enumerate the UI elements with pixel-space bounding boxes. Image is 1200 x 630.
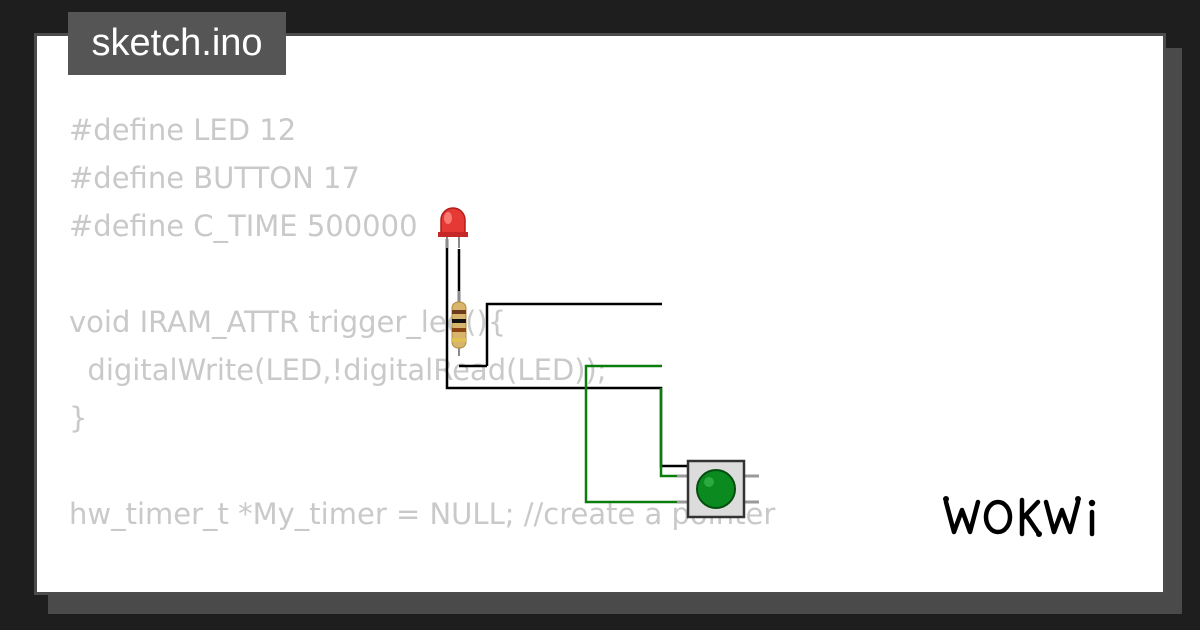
- pushbutton-icon: [677, 459, 759, 519]
- code-view: #define LED 12 #define BUTTON 17 #define C…: [69, 106, 775, 592]
- code-line: #define LED 12: [69, 113, 297, 147]
- resistor-icon: [451, 291, 467, 356]
- wokwi-logo: [943, 496, 1096, 537]
- wire-black: [445, 239, 687, 468]
- code-line: digitalWrite(LED,!digitalRead(LED));: [69, 353, 607, 387]
- code-line: #define BUTTON 17: [69, 161, 360, 195]
- code-line: #define C_TIME 500000: [69, 209, 418, 243]
- filename-tab: sketch.ino: [68, 12, 286, 75]
- wire-green: [584, 364, 687, 504]
- led-icon: [438, 207, 468, 248]
- code-line: void IRAM_ATTR trigger_led(){: [69, 305, 507, 339]
- circuit-diagram: [438, 207, 759, 519]
- code-line: }: [69, 401, 88, 435]
